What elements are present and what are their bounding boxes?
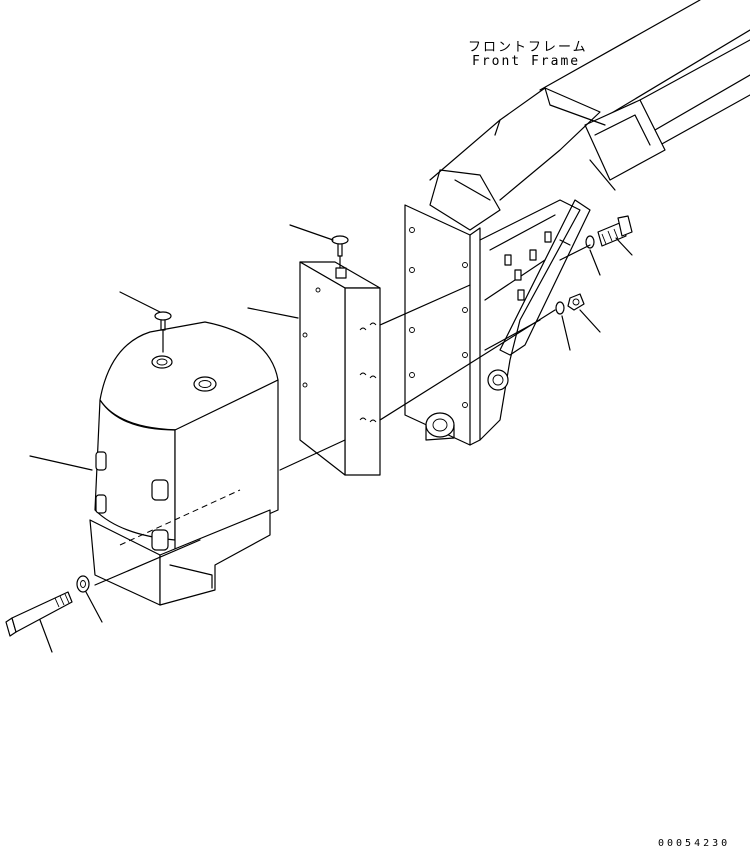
front-frame-label-jp: フロントフレーム	[468, 40, 588, 55]
washer-icon	[76, 575, 90, 593]
counterweight-cover	[89, 321, 279, 606]
bolt-icon	[597, 215, 633, 247]
leader-lines	[29, 224, 633, 653]
plate	[299, 261, 381, 476]
front-frame-label-en: Front Frame	[472, 54, 581, 69]
plug-icon	[154, 311, 172, 331]
bolt-icon	[5, 591, 73, 637]
assembly-lines	[94, 244, 591, 586]
front-frame	[404, 0, 750, 446]
nut-icon	[567, 293, 585, 311]
drawing-code: 00054230	[658, 838, 731, 849]
washer-icon	[555, 235, 595, 315]
